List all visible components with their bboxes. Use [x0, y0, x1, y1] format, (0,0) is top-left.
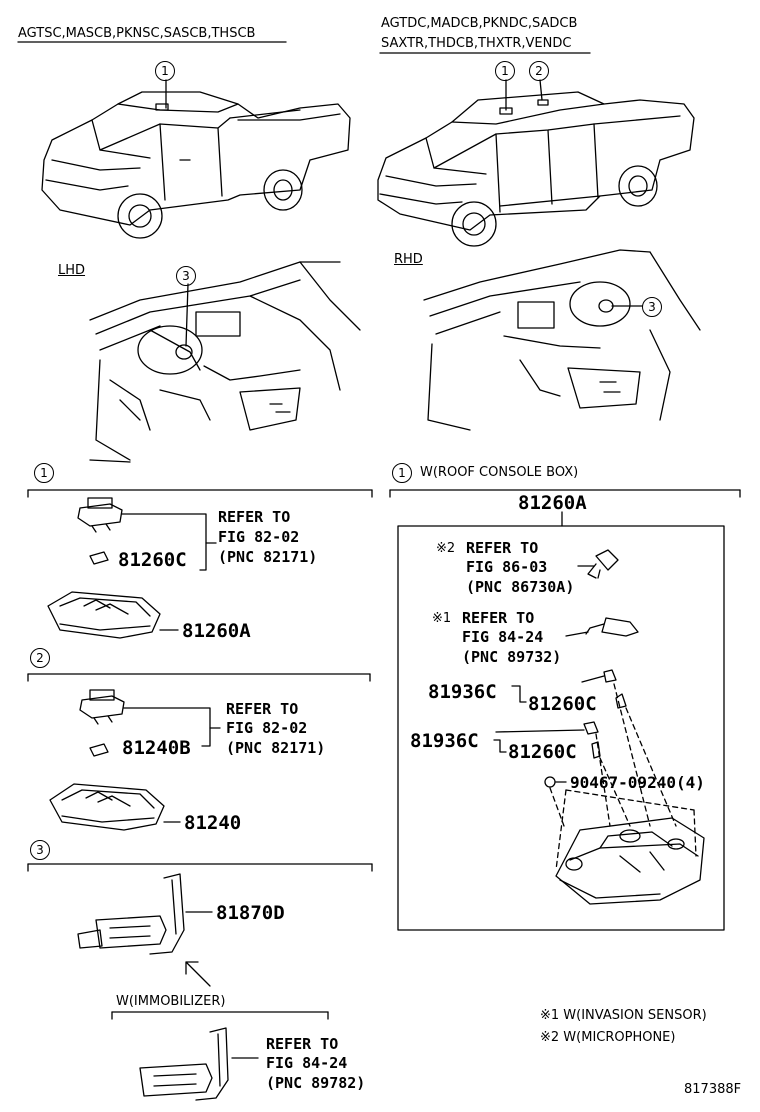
- lhd-interior-illustration: [89, 261, 361, 463]
- s1r-ref-b-line1: REFER TO: [462, 609, 535, 627]
- s1r-bulb-part-number-1: 81260C: [528, 693, 597, 715]
- s3-coil-part-number: 81870D: [216, 902, 285, 924]
- s1r-ref-b-line2: FIG 84-24: [462, 628, 544, 646]
- s1r-ref-b-mark: ※1: [432, 611, 452, 626]
- bulb-icon-1: [89, 551, 109, 565]
- s1r-socket-part-number-2: 81936C: [410, 730, 479, 752]
- single-cab-truck-illustration: [41, 91, 351, 239]
- section-1-right-marker: 1: [392, 463, 412, 483]
- section-1-left-marker: 1: [34, 463, 54, 483]
- s1-ref-line3: (PNC 82171): [218, 548, 318, 566]
- callout-2-right-truck: 2: [529, 61, 549, 81]
- screw-icon: [544, 776, 556, 788]
- s1r-ref-a-line1: REFER TO: [466, 539, 539, 557]
- s1r-socket-part-number-1: 81936C: [428, 681, 497, 703]
- s1r-ref-a-line3: (PNC 86730A): [466, 578, 575, 596]
- roof-console-box-title: W(ROOF CONSOLE BOX): [420, 465, 579, 480]
- s2-lamp-part-number: 81240: [184, 812, 242, 834]
- callout-1-right-truck: 1: [495, 61, 515, 81]
- s1-lamp-part-number: 81260A: [182, 620, 251, 642]
- right-vehicle-codes-line1: AGTDC,MADCB,PKNDC,SADCB: [381, 16, 578, 31]
- bulb-socket-part-illustration-1: [77, 497, 123, 533]
- arrow-indicator: [185, 961, 211, 987]
- s1r-screw-part-number: 90467-09240(4): [570, 773, 705, 792]
- left-vehicle-codes: AGTSC,MASCB,PKNSC,SASCB,THSCB: [18, 26, 256, 41]
- s2-ref-line3: (PNC 82171): [226, 739, 326, 757]
- transponder-coil-part-illustration: [77, 873, 185, 955]
- immobilizer-coil-part-illustration: [139, 1027, 229, 1101]
- s1-ref-line2: FIG 82-02: [218, 528, 300, 546]
- roof-console-assembly-illustration: [555, 817, 705, 905]
- section-2-marker: 2: [30, 648, 50, 668]
- s1r-assembly-part-number: 81260A: [518, 492, 587, 514]
- rhd-interior-illustration: [423, 249, 701, 431]
- s2-ref-line1: REFER TO: [226, 700, 299, 718]
- s1-bulb-part-number: 81260C: [118, 549, 187, 571]
- section-3-marker: 3: [30, 840, 50, 860]
- callout-1-left-truck: 1: [155, 61, 175, 81]
- figure-id: 817388F: [684, 1082, 742, 1097]
- double-cab-truck-illustration: [377, 91, 695, 247]
- bulb-socket-part-illustration-2: [79, 689, 125, 725]
- socket-icon-2: [583, 721, 599, 735]
- socket-icon-1: [603, 669, 617, 683]
- callout-3-lhd: 3: [176, 266, 196, 286]
- roof-lamp-part-illustration-2: [49, 783, 165, 831]
- s1r-ref-a-mark: ※2: [436, 541, 456, 556]
- lhd-label: LHD: [58, 263, 86, 278]
- s1r-ref-a-line2: FIG 86-03: [466, 558, 548, 576]
- note-invasion-sensor: ※1 W(INVASION SENSOR): [540, 1008, 707, 1023]
- rhd-label: RHD: [394, 252, 423, 267]
- s2-bulb-part-number: 81240B: [122, 737, 191, 759]
- s3-ref-line2: FIG 84-24: [266, 1054, 348, 1072]
- immobilizer-label: W(IMMOBILIZER): [116, 994, 226, 1009]
- callout-3-rhd: 3: [642, 297, 662, 317]
- right-vehicle-codes-line2: SAXTR,THDCB,THXTR,VENDC: [381, 36, 572, 51]
- bulb-icon-3: [615, 693, 627, 709]
- invasion-sensor-part-illustration: [585, 617, 639, 637]
- s1r-ref-b-line3: (PNC 89732): [462, 648, 562, 666]
- s1-ref-line1: REFER TO: [218, 508, 291, 526]
- s3-ref-line3: (PNC 89782): [266, 1074, 366, 1092]
- microphone-part-illustration: [587, 549, 619, 579]
- s3-ref-line1: REFER TO: [266, 1035, 339, 1053]
- roof-lamp-part-illustration-1: [47, 591, 161, 639]
- s1r-bulb-part-number-2: 81260C: [508, 741, 577, 763]
- note-microphone: ※2 W(MICROPHONE): [540, 1030, 676, 1045]
- bulb-icon-2: [89, 743, 109, 757]
- s2-ref-line2: FIG 82-02: [226, 719, 308, 737]
